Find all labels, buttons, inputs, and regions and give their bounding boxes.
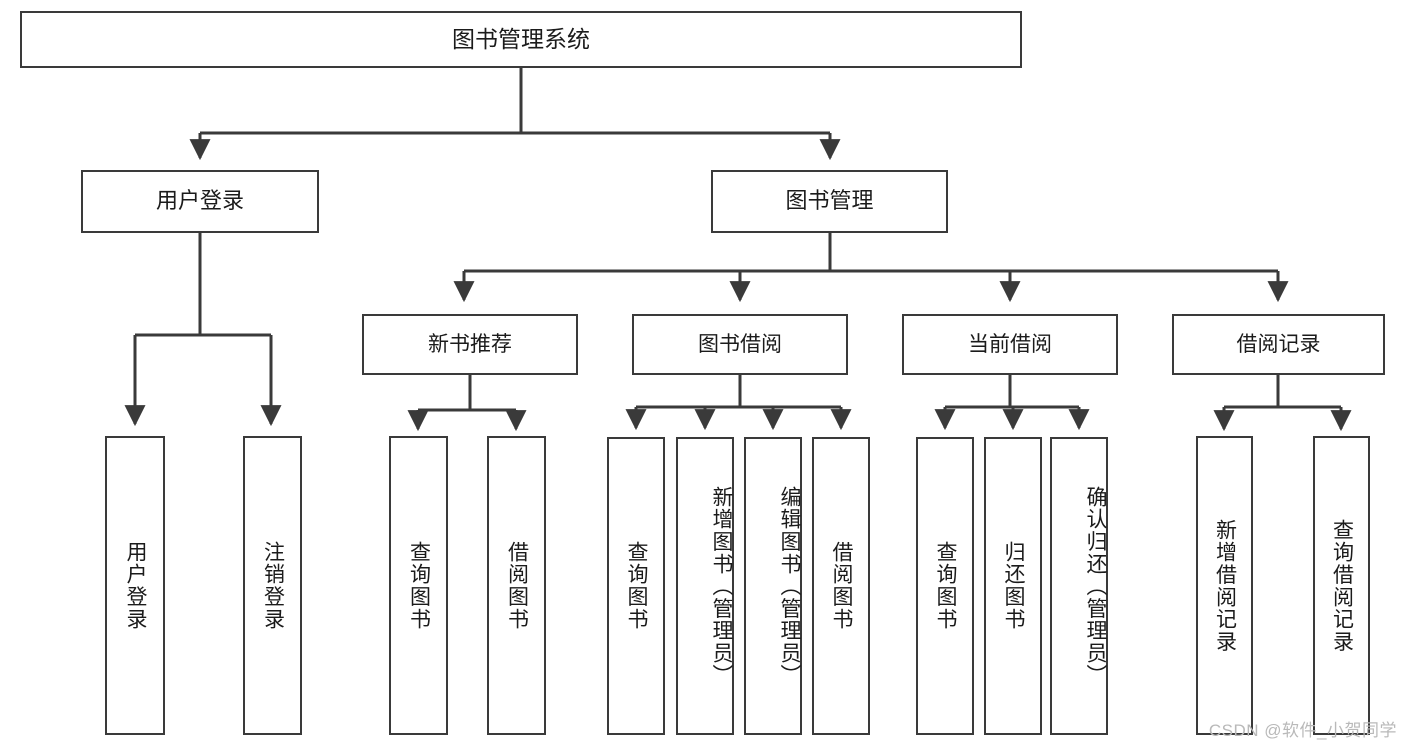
- leaf-borrow-book-borrow[interactable]: 借阅图书: [812, 437, 870, 735]
- leaf-query-book-borrow[interactable]: 查询图书: [607, 437, 665, 735]
- node-current-borrow[interactable]: 当前借阅: [902, 314, 1118, 375]
- node-book-borrow[interactable]: 图书借阅: [632, 314, 848, 375]
- leaf-return-book[interactable]: 归还图书: [984, 437, 1042, 735]
- node-user-login[interactable]: 用户登录: [81, 170, 319, 233]
- node-borrow-record[interactable]: 借阅记录: [1172, 314, 1385, 375]
- leaf-user-login[interactable]: 用户登录: [105, 436, 165, 735]
- node-book-management[interactable]: 图书管理: [711, 170, 948, 233]
- leaf-query-book-new-recommend[interactable]: 查询图书: [389, 436, 448, 735]
- leaf-edit-book-admin[interactable]: 编辑图书（管理员）: [744, 437, 802, 735]
- leaf-add-book-admin[interactable]: 新增图书（管理员）: [676, 437, 734, 735]
- leaf-query-book-current[interactable]: 查询图书: [916, 437, 974, 735]
- node-root-book-management-system[interactable]: 图书管理系统: [20, 11, 1022, 68]
- leaf-add-borrow-record[interactable]: 新增借阅记录: [1196, 436, 1253, 735]
- leaf-confirm-return-admin[interactable]: 确认归还（管理员）: [1050, 437, 1108, 735]
- node-new-book-recommend[interactable]: 新书推荐: [362, 314, 578, 375]
- leaf-query-borrow-record[interactable]: 查询借阅记录: [1313, 436, 1370, 735]
- leaf-borrow-book-new-recommend[interactable]: 借阅图书: [487, 436, 546, 735]
- leaf-logout-login[interactable]: 注销登录: [243, 436, 302, 735]
